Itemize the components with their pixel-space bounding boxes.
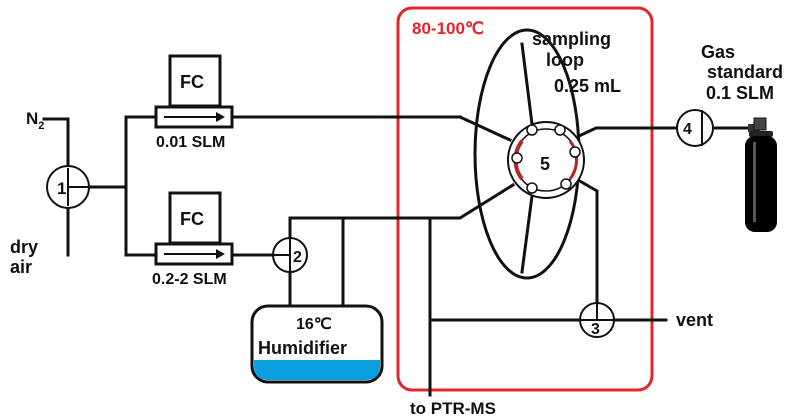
dry-air-label-line2: air <box>10 257 32 277</box>
gas-cylinder <box>745 117 777 232</box>
humidifier-water <box>254 360 380 380</box>
loop-label-line3: 0.25 mL <box>554 76 621 96</box>
valve-2-label: 2 <box>293 249 302 266</box>
mfc-top-label: FC <box>180 72 204 92</box>
dry-air-label-line1: dry <box>10 237 38 257</box>
pipe-network <box>42 42 750 397</box>
valve-3-label: 3 <box>591 321 600 338</box>
oven-temperature-label: 80-100℃ <box>412 19 484 38</box>
mfc-bottom-label: FC <box>180 209 204 229</box>
valve-1-label: 1 <box>57 179 66 198</box>
vent-label: vent <box>676 310 713 330</box>
standard-label-line3: 0.1 SLM <box>706 83 774 103</box>
standard-label-line1: Gas <box>701 42 735 62</box>
humidifier-label: Humidifier <box>258 338 347 358</box>
ptrms-label: to PTR-MS <box>410 399 496 418</box>
mfc-bottom-flow: 0.2-2 SLM <box>152 271 227 288</box>
valve-3[interactable]: 3 <box>579 302 615 338</box>
oven-box <box>396 6 654 392</box>
mfc-bottom: FC 0.2-2 SLM <box>152 191 234 288</box>
mfc-top-flow: 0.01 SLM <box>156 134 225 151</box>
humidifier: 16℃ Humidifier <box>250 304 384 384</box>
loop-label-line2: loop <box>546 50 584 70</box>
n2-label: N2 <box>26 109 44 132</box>
loop-label-line1: sampling <box>532 29 611 49</box>
humidifier-temp: 16℃ <box>296 316 332 333</box>
standard-label-line2: standard <box>707 62 783 82</box>
valve-4[interactable]: 4 <box>676 109 714 147</box>
valve-2[interactable]: 2 <box>272 237 308 273</box>
mfc-top: FC 0.01 SLM <box>154 54 234 151</box>
valve-5-label: 5 <box>540 154 550 174</box>
valve-5[interactable]: 5 <box>507 121 585 199</box>
valve-1[interactable]: 1 <box>46 165 90 209</box>
valve-4-label: 4 <box>683 121 692 138</box>
